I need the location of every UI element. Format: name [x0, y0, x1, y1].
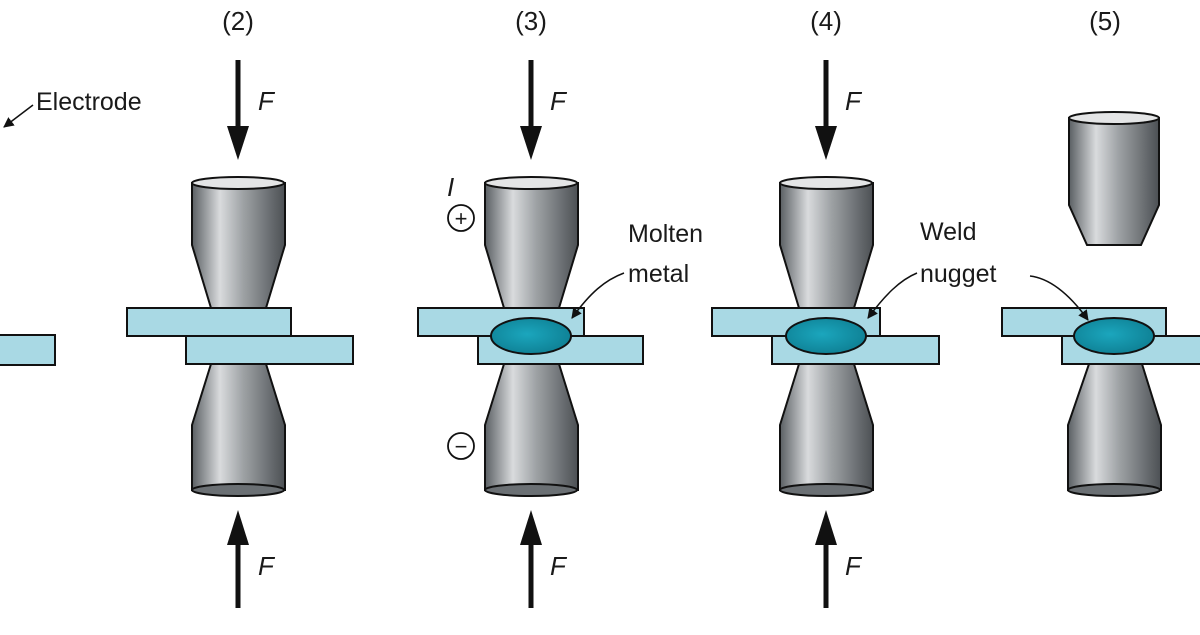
step-1-sheet [0, 334, 56, 366]
molten-label-line2: metal [628, 260, 689, 288]
step-3-polarity-plus-circle [447, 204, 475, 232]
step-3-force-label-top: F [550, 86, 568, 116]
step-4-force-label-top: F [845, 86, 863, 116]
step-4-lower-electrode [779, 363, 874, 491]
step-3-polarity-bottom: − [455, 434, 468, 459]
step-2-force-arrowhead-top [227, 126, 249, 160]
step-3-lower-electrode-cap [484, 483, 578, 497]
step-4-force-label-bottom: F [845, 551, 863, 581]
step-2-upper-electrode [191, 182, 286, 309]
step-2-lower-sheet [185, 335, 354, 365]
step-3-polarity-minus-circle [447, 432, 475, 460]
step-3-current-label: I [447, 172, 454, 202]
step-3: (3) F I + − F Molten metal [417, 6, 703, 608]
step-2-force-label-top: F [258, 86, 276, 116]
electrode-label: Electrode [36, 88, 142, 116]
step-4-weld-nugget [785, 317, 867, 355]
step-4: (4) F F Weld nugget [711, 6, 997, 608]
electrode-leader-line [3, 104, 34, 128]
step-5: (5) [1001, 6, 1200, 497]
molten-label-line1: Molten [628, 220, 703, 248]
step-2-upper-electrode-cap [191, 176, 285, 190]
step-2: (2) F F [126, 6, 354, 608]
step-3-force-arrowhead-bottom [520, 510, 542, 545]
step-5-weld-nugget [1073, 317, 1155, 355]
step-5-lower-electrode [1067, 363, 1162, 491]
step-4-lower-electrode-cap [779, 483, 873, 497]
step-2-lower-electrode-cap [191, 483, 285, 497]
step-3-lower-electrode [484, 363, 579, 491]
weld-label-line2: nugget [920, 260, 997, 288]
step-3-force-arrowhead-top [520, 126, 542, 160]
step-4-upper-electrode-cap [779, 176, 873, 190]
step-3-molten-metal [490, 317, 572, 355]
step-3-number: (3) [515, 6, 547, 36]
step-5-upper-electrode [1068, 117, 1160, 246]
step-4-upper-electrode [779, 182, 874, 309]
weld-label-line1: Weld [920, 218, 977, 246]
step-5-number: (5) [1089, 6, 1121, 36]
step-3-upper-electrode-cap [484, 176, 578, 190]
step-2-force-arrowhead-bottom [227, 510, 249, 545]
step-3-upper-electrode [484, 182, 579, 309]
step-4-force-arrowhead-top [815, 126, 837, 160]
step-3-polarity-top: + [455, 206, 468, 231]
step-2-number: (2) [222, 6, 254, 36]
step-5-lower-electrode-cap [1067, 483, 1161, 497]
step-2-upper-sheet [126, 307, 292, 337]
step-3-force-label-bottom: F [550, 551, 568, 581]
weld-leader-line-step-5 [1029, 275, 1089, 321]
step-4-force-arrowhead-bottom [815, 510, 837, 545]
step-1-partial: Electrode [0, 88, 142, 366]
step-5-upper-electrode-cap [1068, 111, 1160, 125]
step-2-lower-electrode [191, 363, 286, 491]
weld-leader-line-step-4 [867, 272, 918, 319]
step-2-force-label-bottom: F [258, 551, 276, 581]
step-4-number: (4) [810, 6, 842, 36]
molten-leader-line [571, 272, 625, 319]
